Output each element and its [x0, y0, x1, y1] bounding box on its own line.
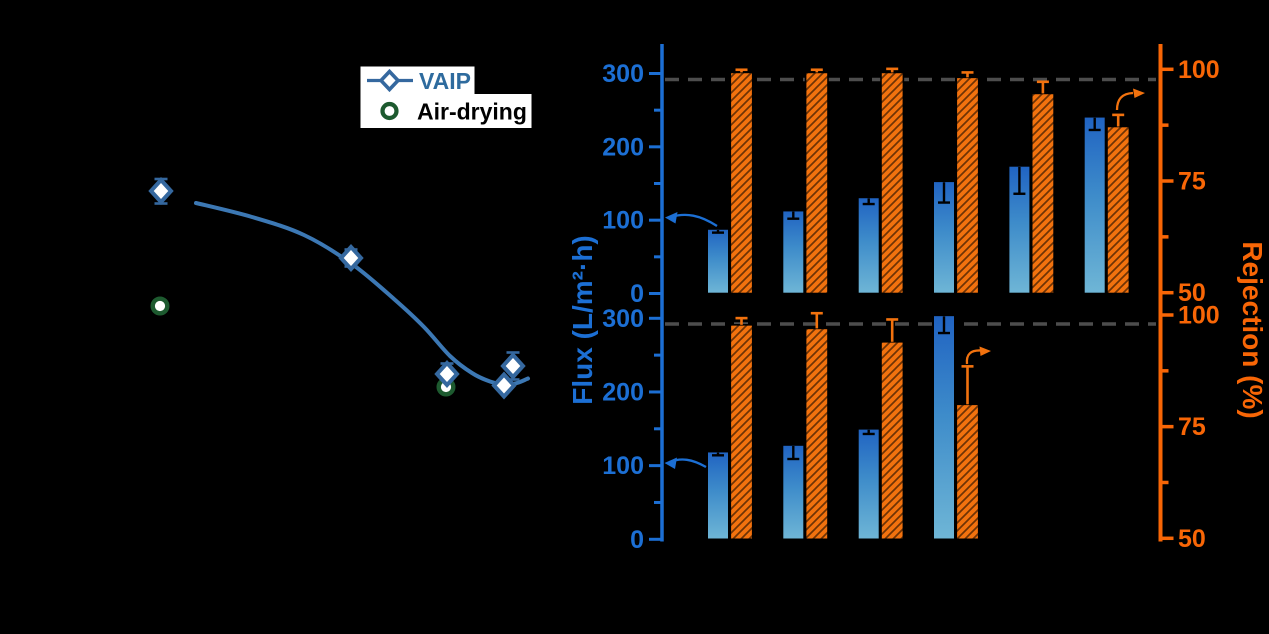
flux-tick-label: 0 — [630, 526, 644, 554]
vaip-marker — [500, 352, 526, 380]
left-scatter-plot — [148, 177, 530, 400]
flux-bar — [857, 196, 881, 295]
flux-tick-label: 200 — [602, 378, 644, 406]
rejection-bar — [1106, 125, 1131, 295]
flux-tick-label: 100 — [602, 207, 644, 235]
flux-bar — [932, 314, 956, 541]
rejection-arrow-top-head — [1133, 88, 1145, 98]
rejection-bar — [804, 71, 829, 295]
legend-vaip-label: VAIP — [419, 68, 471, 94]
flux-tick-label: 100 — [602, 452, 644, 480]
vaip-marker — [148, 177, 174, 205]
rejection-tick-label: 75 — [1178, 168, 1206, 196]
bottom-bar-panel: 0 100 200 300 50 75 100 — [602, 302, 1219, 554]
flux-bar — [857, 427, 881, 541]
rejection-tick-label: 75 — [1178, 413, 1206, 441]
flux-arrow-top-head — [665, 212, 678, 224]
rejection-tick-label: 50 — [1178, 525, 1206, 553]
rejection-tick-label: 100 — [1178, 302, 1220, 330]
flux-tick-label: 300 — [602, 305, 644, 333]
flux-arrow-bottom-head — [664, 457, 677, 469]
flux-tick-label: 0 — [630, 280, 644, 308]
legend: VAIP Air-drying — [360, 66, 532, 128]
rejection-bar — [1030, 92, 1055, 295]
flux-bar — [1007, 165, 1031, 295]
legend-vaip-marker — [378, 68, 401, 93]
flux-bar — [1083, 115, 1107, 295]
rejection-axis-label: Rejection (%) — [1237, 241, 1268, 418]
rejection-arrow-top — [1115, 91, 1134, 111]
rejection-arrow-bottom-head — [979, 346, 991, 356]
flux-bar — [781, 444, 805, 541]
vaip-marker — [491, 371, 517, 400]
vaip-marker — [338, 244, 364, 272]
flux-bar — [781, 209, 805, 295]
rejection-bar — [804, 327, 829, 541]
flux-tick-label: 200 — [602, 133, 644, 161]
flux-axis-label: Flux (L/m²·h) — [567, 235, 598, 405]
flux-bar — [932, 180, 956, 295]
vaip-marker — [434, 360, 460, 388]
flux-bar — [706, 450, 730, 541]
rejection-bar — [729, 71, 754, 295]
rejection-bar — [955, 403, 980, 541]
legend-airdrying-marker — [380, 101, 399, 121]
air-drying-marker — [150, 296, 170, 316]
rejection-tick-label: 50 — [1178, 279, 1206, 307]
rejection-bar — [880, 71, 905, 295]
rejection-tick-label: 100 — [1178, 56, 1220, 84]
rejection-bar — [729, 324, 754, 541]
flux-tick-label: 300 — [602, 60, 644, 88]
top-bar-panel: 0 100 200 300 50 75 100 — [602, 56, 1219, 308]
legend-airdrying-label: Air-drying — [417, 99, 527, 125]
rejection-arrow-bottom — [965, 349, 982, 365]
rejection-bar — [880, 340, 905, 541]
rejection-bar — [955, 76, 980, 295]
flux-bar — [706, 228, 730, 295]
